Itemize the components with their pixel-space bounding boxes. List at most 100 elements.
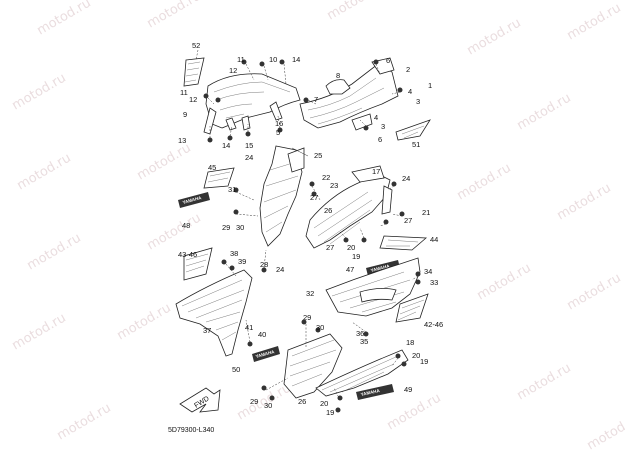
- callout-label: 5: [276, 128, 280, 137]
- callout-label: 24: [276, 265, 284, 274]
- front-cowl-left: [183, 57, 301, 135]
- callout-label: 19: [420, 357, 428, 366]
- callout-label: 27: [310, 193, 318, 202]
- callout-label: 29: [303, 313, 311, 322]
- callout-label: 44: [430, 235, 438, 244]
- yamaha-badge-50: YAMAHA: [252, 346, 280, 362]
- decal-45: [203, 167, 235, 189]
- callout-label: 20: [347, 243, 355, 252]
- callout-label: 36: [356, 329, 364, 338]
- fastener-layer: [203, 59, 421, 413]
- under-panel-26: [283, 333, 343, 399]
- callout-label: 20: [412, 351, 420, 360]
- callout-label: 52: [192, 41, 200, 50]
- callout-label: 51: [412, 140, 420, 149]
- badge-text: YAMAHA: [255, 349, 276, 359]
- callout-layer: 52 11 12 10 14 11 12 9 13 14 15 16 5 24 …: [178, 41, 443, 417]
- callout-label: 35: [360, 337, 368, 346]
- decal-42-46: [395, 293, 429, 323]
- watermark: motod.ru: [10, 71, 69, 114]
- bottom-strip-49: [315, 349, 409, 397]
- callout-label: 26: [298, 397, 306, 406]
- leader-lines: [195, 49, 419, 401]
- decal-52: [183, 57, 205, 87]
- callout-label: 30: [316, 323, 324, 332]
- watermark: motod.ru: [25, 231, 84, 274]
- front-cowl-right: [299, 57, 431, 141]
- callout-label: 2: [406, 65, 410, 74]
- watermark: motod.ru: [515, 361, 574, 404]
- side-panel-32: [325, 257, 421, 317]
- callout-label: 19: [326, 408, 334, 417]
- callout-label: 10: [269, 55, 277, 64]
- callout-label: 19: [352, 252, 360, 261]
- callout-label: 1: [428, 81, 432, 90]
- side-panel-mid: [305, 165, 393, 249]
- callout-label: 13: [178, 136, 186, 145]
- callout-label: 23: [330, 181, 338, 190]
- callout-label: 6: [386, 56, 390, 65]
- callout-label: 9: [183, 110, 187, 119]
- callout-label: 6: [378, 135, 382, 144]
- callout-label: 29: [222, 223, 230, 232]
- callout-label: 38: [230, 249, 238, 258]
- fwd-arrow: FWD: [179, 387, 221, 413]
- badge-text: YAMAHA: [182, 195, 203, 205]
- watermark: motod.ru: [55, 401, 114, 444]
- callout-label: 30: [264, 401, 272, 410]
- watermark: motod.ru: [565, 271, 624, 314]
- callout-label: 32: [306, 289, 314, 298]
- callout-label: 14: [292, 55, 300, 64]
- watermark: motod.ru: [15, 151, 74, 194]
- watermark: motod.ru: [10, 311, 69, 354]
- callout-label: 28: [260, 260, 268, 269]
- watermark: motod.ru: [585, 411, 625, 454]
- diagram-code: 5D79300-L340: [168, 427, 214, 434]
- callout-label: 4: [408, 87, 412, 96]
- side-panel-37: [175, 269, 253, 357]
- callout-label: 37: [203, 326, 211, 335]
- callout-label: 15: [245, 141, 253, 150]
- watermark: motod.ru: [35, 0, 94, 38]
- watermark: motod.ru: [385, 391, 444, 434]
- callout-label: 26: [324, 206, 332, 215]
- callout-label: 45: [208, 163, 216, 172]
- callout-label: 49: [404, 385, 412, 394]
- watermark: motod.ru: [565, 1, 624, 44]
- callout-label: 31: [228, 185, 236, 194]
- watermark: motod.ru: [145, 211, 204, 254]
- callout-label: 24: [245, 153, 253, 162]
- callout-label: 21: [422, 208, 430, 217]
- callout-label: 4: [374, 113, 378, 122]
- callout-label: 8: [336, 71, 340, 80]
- callout-label: 14: [222, 141, 230, 150]
- callout-label: 11: [237, 55, 245, 64]
- callout-label: 22: [322, 173, 330, 182]
- callout-label: 18: [406, 338, 414, 347]
- callout-label: 39: [238, 257, 246, 266]
- strip-44: [379, 235, 428, 251]
- callout-label: 3: [381, 122, 385, 131]
- watermark: motod.ru: [475, 261, 534, 304]
- callout-label: 30: [236, 223, 244, 232]
- watermark: motod.ru: [115, 301, 174, 344]
- callout-label: 27: [404, 216, 412, 225]
- callout-label: 50: [232, 365, 240, 374]
- watermark: motod.ru: [325, 0, 384, 23]
- badge-text: YAMAHA: [370, 263, 391, 273]
- callout-label: 33: [430, 278, 438, 287]
- callout-label: 40: [258, 330, 266, 339]
- cowl-panel-right: [299, 63, 399, 129]
- callout-label: 24: [402, 174, 410, 183]
- callout-label: 41: [245, 323, 253, 332]
- callout-label: 20: [320, 399, 328, 408]
- callout-label: 34: [424, 267, 432, 276]
- watermark: motod.ru: [145, 0, 204, 31]
- watermark: motod.ru: [455, 161, 514, 204]
- center-inner-panel: [259, 145, 305, 247]
- callout-label: 12: [229, 66, 237, 75]
- watermark: motod.ru: [465, 16, 524, 59]
- decal-43-46: [183, 247, 213, 281]
- watermark: motod.ru: [135, 141, 194, 184]
